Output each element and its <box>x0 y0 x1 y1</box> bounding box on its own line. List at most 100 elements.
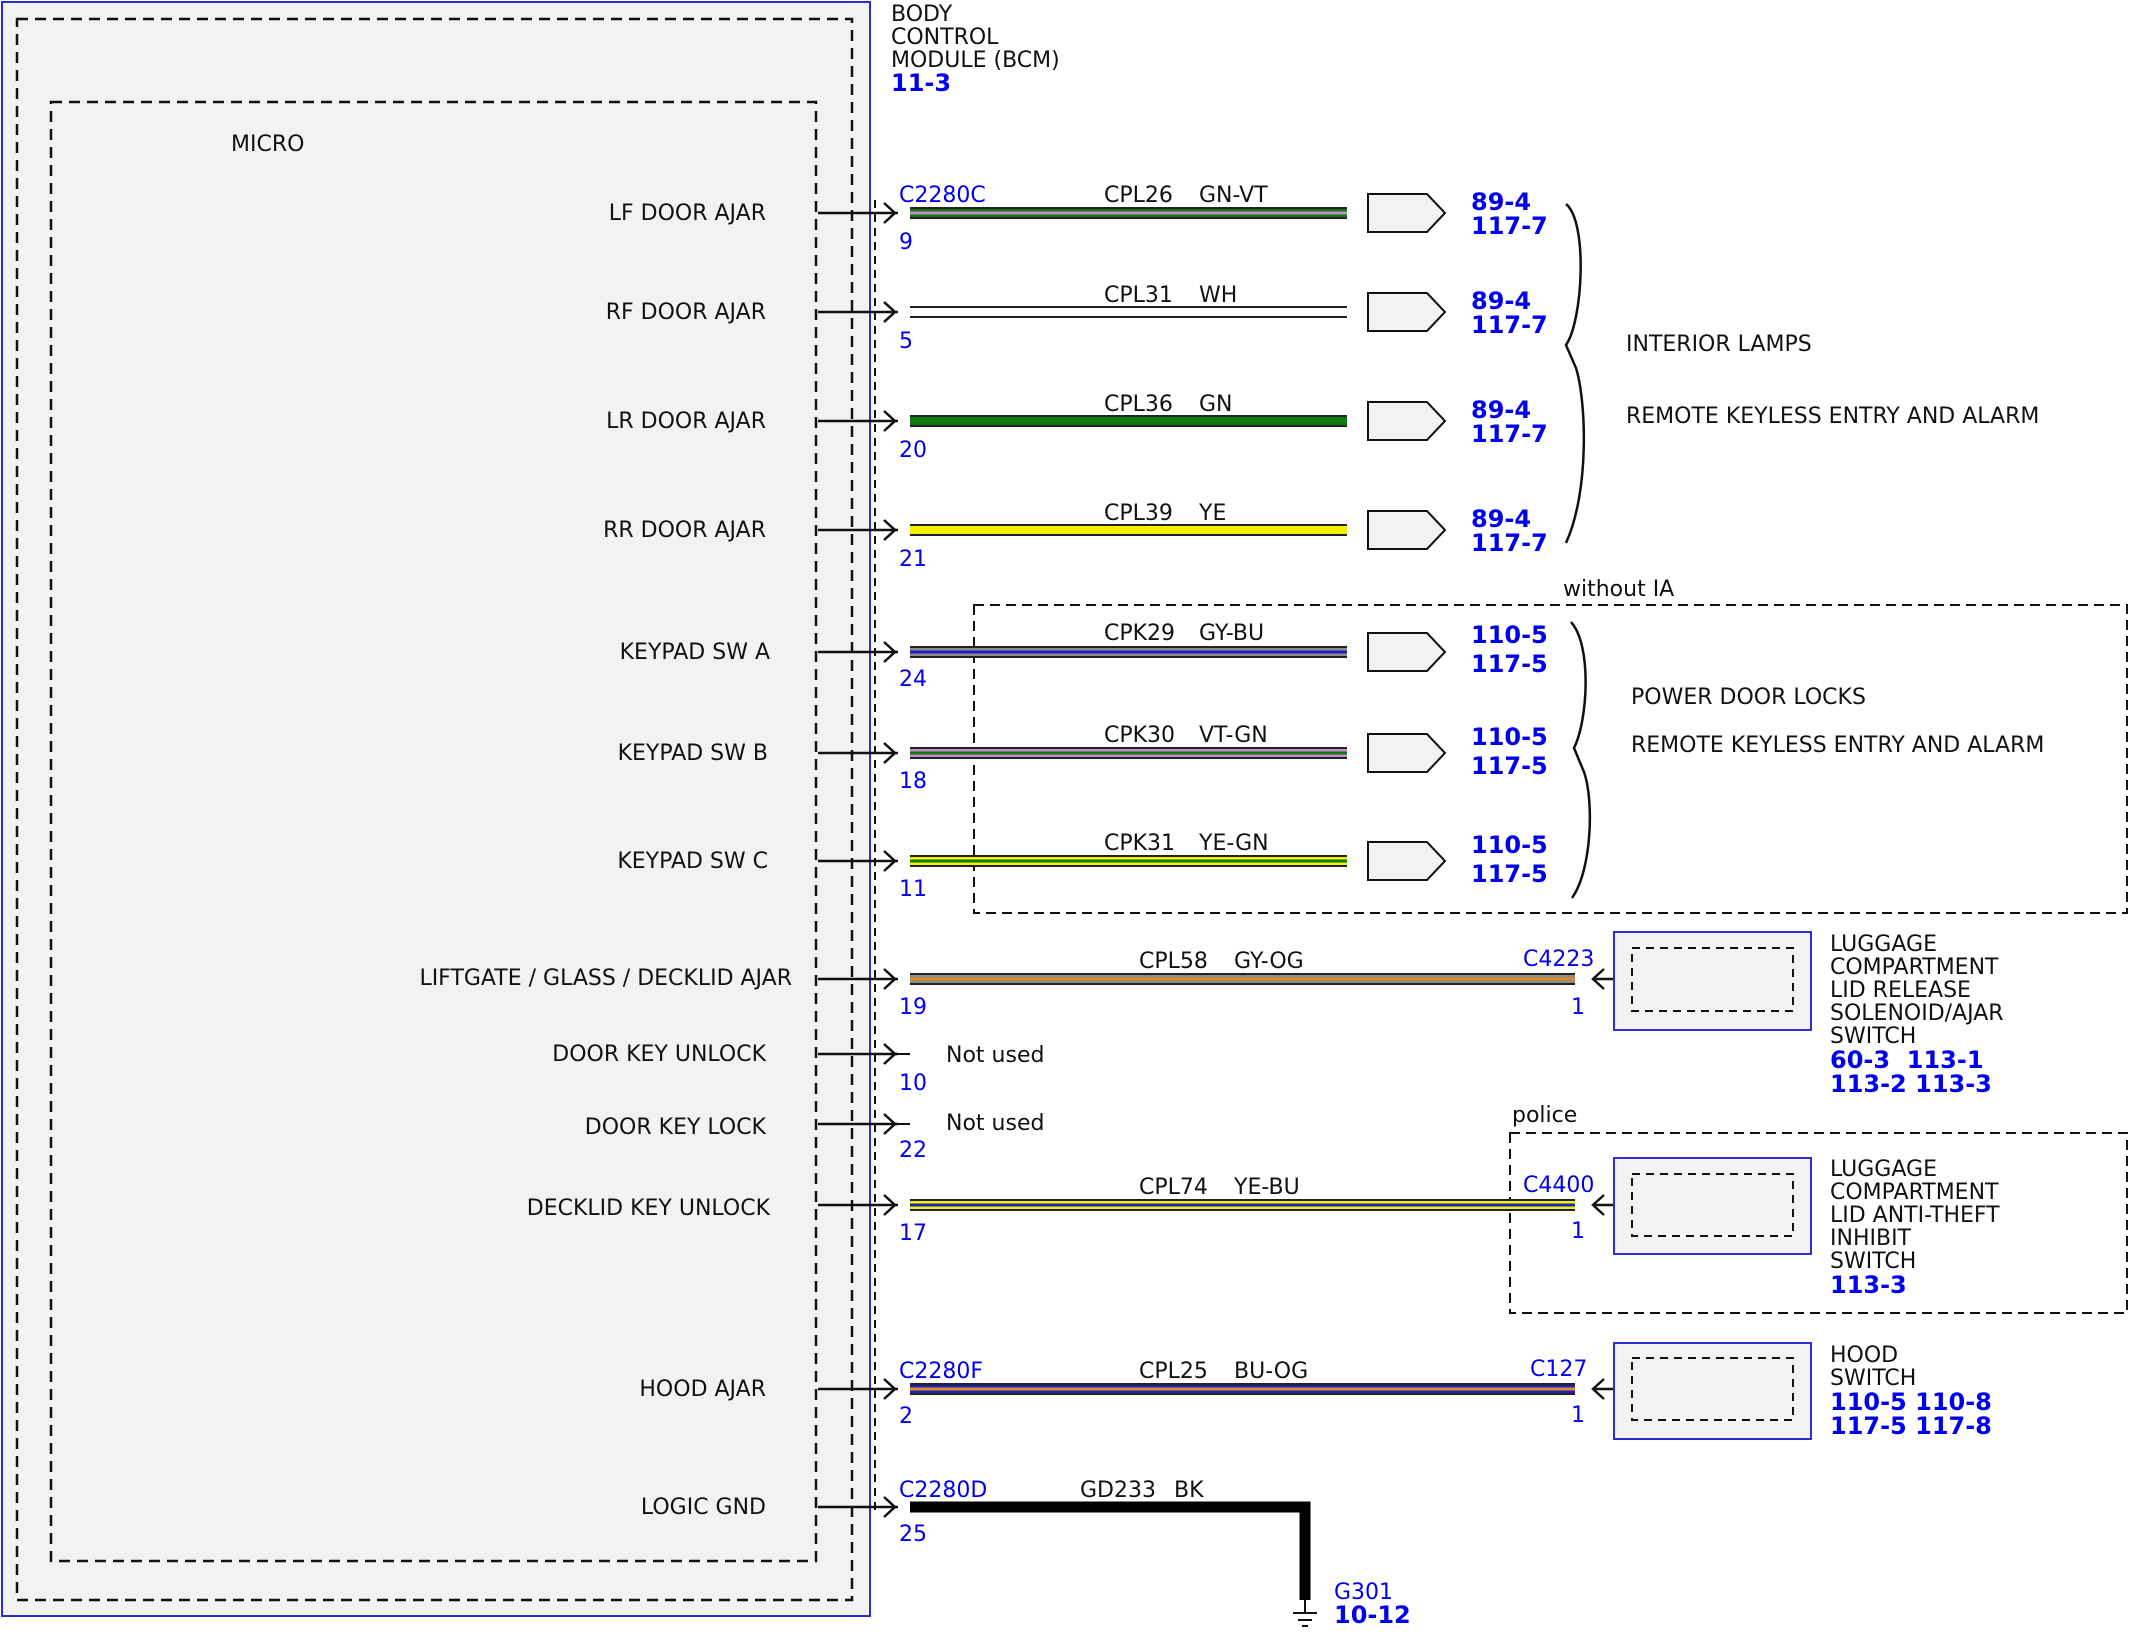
bcm-title-line-2: CONTROL <box>891 25 999 50</box>
offpage-connector-icon <box>1367 292 1447 332</box>
door-ajar-group-line-2: REMOTE KEYLESS ENTRY AND ALARM <box>1626 404 2039 429</box>
component-label: LUGGAGE <box>1830 932 1937 957</box>
ground-ref: 10-12 <box>1334 1601 1411 1629</box>
signal-label: LR DOOR AJAR <box>606 409 766 434</box>
wire-color: GN <box>1199 392 1233 417</box>
door-ajar-brace <box>1564 203 1586 544</box>
page-ref: 117-5 <box>1471 650 1548 678</box>
bcm-ref: 11-3 <box>891 69 951 97</box>
component-ref: 113-2 113-3 <box>1830 1070 1992 1098</box>
pin-arrow-icon <box>883 1378 897 1400</box>
connector-name: C2280C <box>899 183 986 208</box>
wire-color: GY-BU <box>1199 621 1264 646</box>
connector-name: C2280D <box>899 1478 987 1503</box>
wire-color: WH <box>1199 283 1237 308</box>
signal-label: DOOR KEY UNLOCK <box>552 1042 766 1067</box>
wire-color: YE-GN <box>1198 831 1269 856</box>
wire-color: GY-OG <box>1234 949 1304 974</box>
page-ref: 117-7 <box>1471 529 1548 557</box>
pin-number: 21 <box>899 547 927 572</box>
component-label: SWITCH <box>1830 1249 1916 1274</box>
page-ref: 110-5 <box>1471 723 1548 751</box>
wire-stripe <box>910 751 1347 755</box>
connector-name: C2280F <box>899 1359 983 1384</box>
component-label: INHIBIT <box>1830 1226 1912 1251</box>
signal-label: KEYPAD SW B <box>618 741 768 766</box>
component-label: LUGGAGE <box>1830 1157 1937 1182</box>
wire-body <box>910 308 1347 316</box>
offpage-connector-icon <box>1367 733 1447 773</box>
bcm-module-box <box>1 1 871 1617</box>
page-ref: 117-7 <box>1471 420 1548 448</box>
offpage-connector-icon <box>1367 841 1447 881</box>
police-option-label: police <box>1512 1103 1577 1128</box>
page-ref: 89-4 <box>1471 287 1531 315</box>
keypad-group-line-2: REMOTE KEYLESS ENTRY AND ALARM <box>1631 733 2044 758</box>
component-ref: 60-3 113-1 <box>1830 1046 1984 1074</box>
circuit-id: CPL36 <box>1104 392 1173 417</box>
circuit-id: CPK31 <box>1104 831 1175 856</box>
component-label: COMPARTMENT <box>1830 955 1999 980</box>
wire-color: YE <box>1198 501 1226 526</box>
circuit-id: GD233 <box>1080 1478 1156 1503</box>
component-label: COMPARTMENT <box>1830 1180 1999 1205</box>
keypad-brace <box>1570 621 1592 899</box>
component-label: LID RELEASE <box>1830 978 1971 1003</box>
pin-arrow-icon <box>883 850 897 872</box>
component-label: SWITCH <box>1830 1024 1916 1049</box>
signal-label: LOGIC GND <box>641 1495 766 1520</box>
wire-color: YE-BU <box>1233 1175 1300 1200</box>
pin-arrow-icon <box>883 410 897 432</box>
page-ref: 117-5 <box>1471 752 1548 780</box>
wire-stripe <box>910 977 1575 981</box>
pin-arrow-icon <box>883 301 897 323</box>
pin-arrow-icon <box>883 742 897 764</box>
circuit-id: CPL26 <box>1104 183 1173 208</box>
micro-label: MICRO <box>231 132 304 157</box>
bcm-outer-dashed <box>15 17 854 1602</box>
wire-stripe <box>910 859 1347 863</box>
offpage-connector-icon <box>1367 510 1447 550</box>
signal-label: HOOD AJAR <box>639 1377 766 1402</box>
pin-arrow-icon <box>883 1113 897 1135</box>
signal-label: LIFTGATE / GLASS / DECKLID AJAR <box>419 966 792 991</box>
circuit-id: CPL39 <box>1104 501 1173 526</box>
pin-number: 18 <box>899 769 927 794</box>
signal-label: RR DOOR AJAR <box>603 518 766 543</box>
wire-color: GN-VT <box>1199 183 1268 208</box>
pin-number: 10 <box>899 1071 927 1096</box>
offpage-connector-icon <box>1367 632 1447 672</box>
pin-number: 17 <box>899 1221 927 1246</box>
pin-arrow-icon <box>883 968 897 990</box>
pin-arrow-icon <box>883 1194 897 1216</box>
pin-arrow-icon <box>883 641 897 663</box>
end-connector-pin: 1 <box>1571 995 1585 1020</box>
end-connector-pin: 1 <box>1571 1403 1585 1428</box>
component-label: SWITCH <box>1830 1366 1916 1391</box>
keypad-option-label: without IA <box>1563 577 1674 602</box>
circuit-id: CPL58 <box>1139 949 1208 974</box>
wire-stripe <box>910 1387 1575 1391</box>
end-connector-pin: 1 <box>1571 1219 1585 1244</box>
wire-color: VT-GN <box>1199 723 1268 748</box>
end-connector-name: C4400 <box>1523 1173 1594 1198</box>
pin-number: 5 <box>899 329 913 354</box>
wire-stripe <box>910 650 1347 654</box>
pin-number: 25 <box>899 1522 927 1547</box>
circuit-id: CPL74 <box>1139 1175 1208 1200</box>
end-connector-name: C4223 <box>1523 947 1594 972</box>
circuit-id: CPK30 <box>1104 723 1175 748</box>
signal-label: DOOR KEY LOCK <box>585 1115 767 1140</box>
bcm-title-line-3: MODULE (BCM) <box>891 48 1060 73</box>
page-ref: 110-5 <box>1471 621 1548 649</box>
pin-number: 9 <box>899 230 913 255</box>
luggage-antitheft-switch-box <box>1613 1157 1812 1255</box>
offpage-connector-icon <box>1367 401 1447 441</box>
component-ref: 113-3 <box>1830 1271 1907 1299</box>
page-ref: 117-7 <box>1471 212 1548 240</box>
wire-body <box>910 417 1347 425</box>
pin-number: 2 <box>899 1404 913 1429</box>
page-ref: 117-7 <box>1471 311 1548 339</box>
